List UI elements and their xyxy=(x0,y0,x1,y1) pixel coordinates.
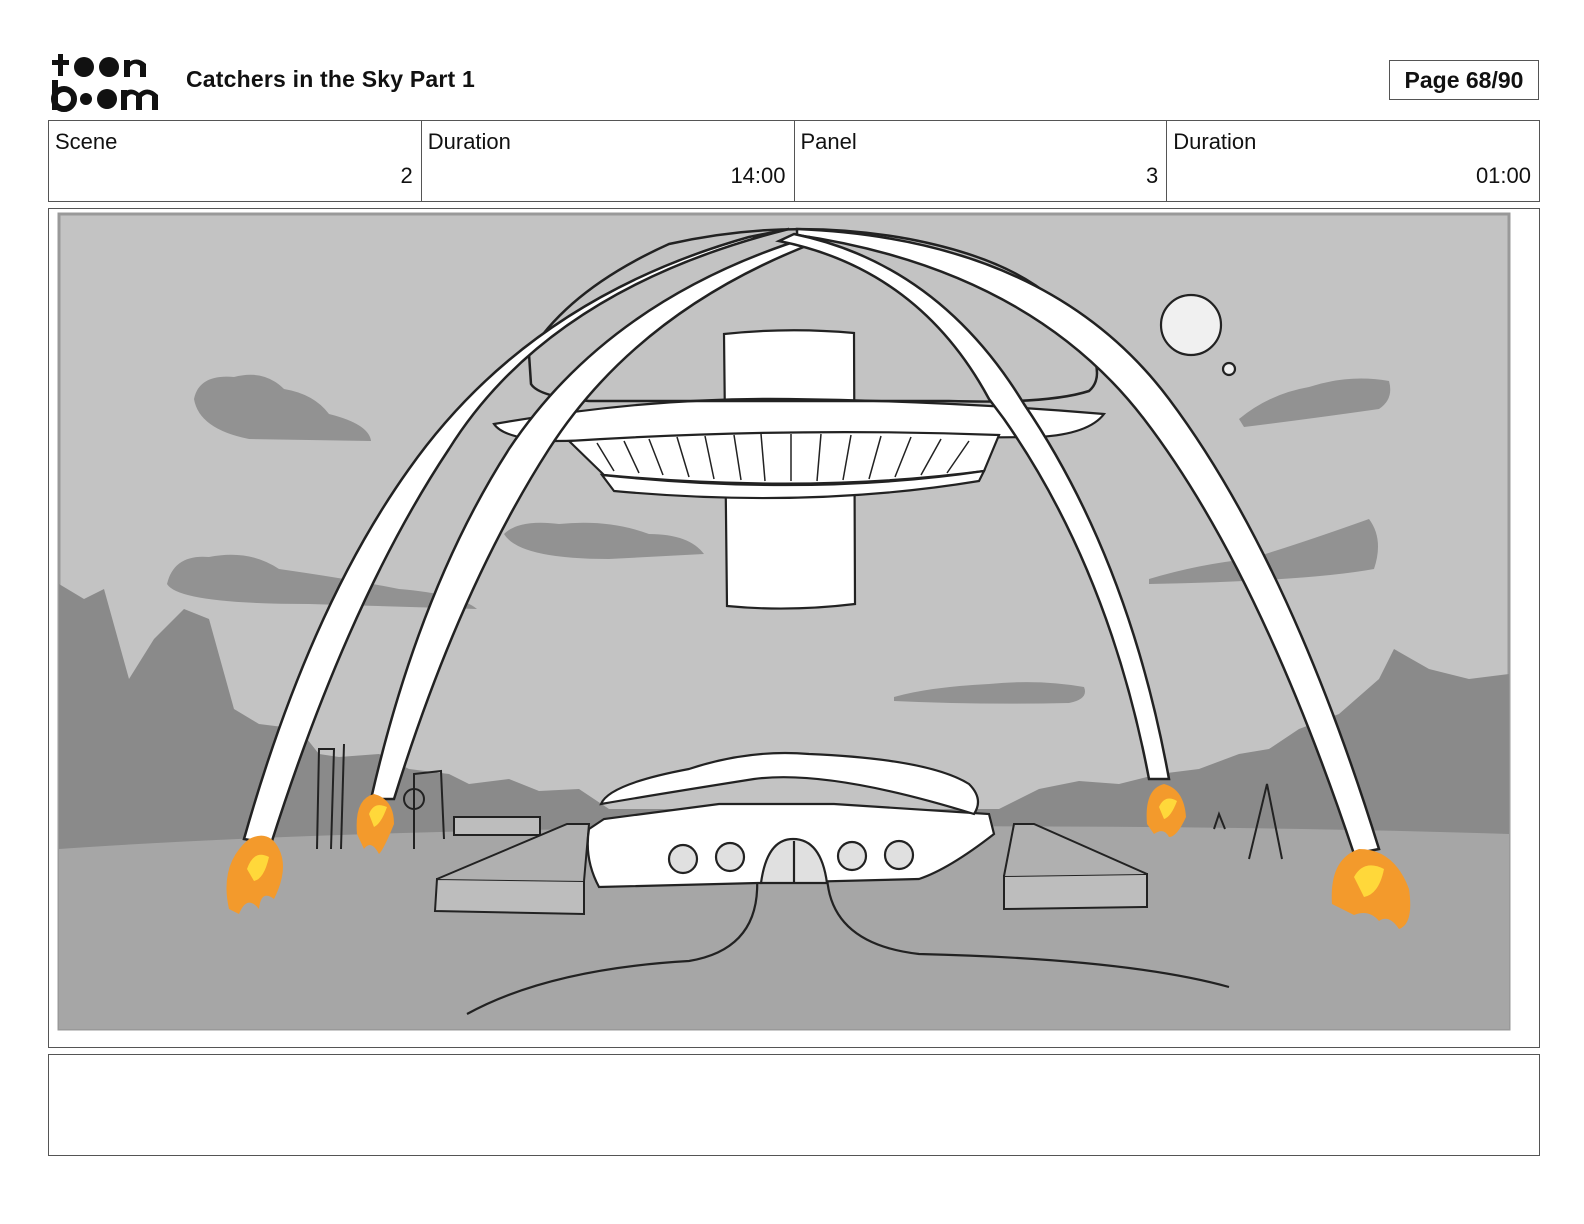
panel-duration-value: 01:00 xyxy=(1475,163,1531,188)
scene-duration-value: 14:00 xyxy=(730,163,786,188)
scene-info-row: Scene 2 Duration 14:00 Panel 3 Duration … xyxy=(48,120,1540,202)
panel-notes-box[interactable] xyxy=(48,1054,1540,1156)
thruster-flames xyxy=(226,784,1411,929)
clouds xyxy=(167,374,1391,704)
central-building xyxy=(586,751,996,889)
scene-value: 2 xyxy=(400,163,413,188)
moon xyxy=(1159,293,1237,377)
background-buildings xyxy=(316,743,1283,860)
road xyxy=(466,876,1230,1015)
scene-label: Scene xyxy=(55,129,118,154)
panel-label: Panel xyxy=(800,129,857,154)
panel-cell: Panel 3 xyxy=(795,121,1168,201)
panel-value: 3 xyxy=(1146,163,1159,188)
scene-cell: Scene 2 xyxy=(49,121,422,201)
panel-duration-cell: Duration 01:00 xyxy=(1167,121,1539,201)
project-title: Catchers in the Sky Part 1 xyxy=(186,66,475,92)
mountain-range xyxy=(59,584,1509,849)
storyboard-panel xyxy=(48,208,1540,1048)
scene-duration-label: Duration xyxy=(427,129,511,154)
saucer xyxy=(492,397,1107,500)
storyboard-sketch-icon xyxy=(57,212,1511,1031)
platforms xyxy=(433,823,1148,916)
page-indicator: Page 68/90 xyxy=(1389,60,1539,100)
scene-duration-cell: Duration 14:00 xyxy=(422,121,795,201)
panel-duration-label: Duration xyxy=(1173,129,1257,154)
toonboom-logo-icon xyxy=(51,54,158,112)
